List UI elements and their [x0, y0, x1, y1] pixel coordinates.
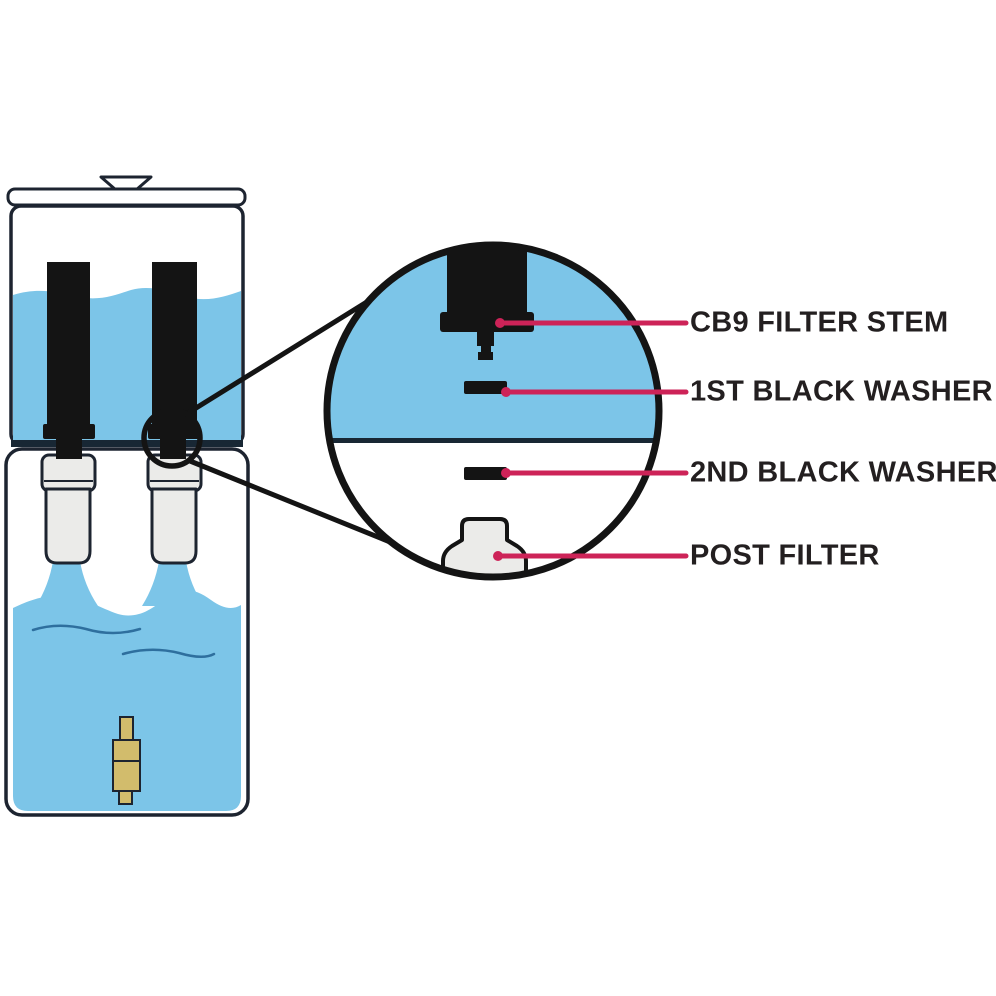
second-black-washer: [464, 467, 507, 480]
label-post-filter: POST FILTER: [690, 539, 880, 572]
callout-source-circle: [141, 407, 203, 469]
cb9-filter-body: [447, 248, 527, 313]
label-first-black-washer: 1ST BLACK WASHER: [690, 375, 993, 408]
spigot-top: [119, 716, 134, 742]
label-second-black-washer: 2ND BLACK WASHER: [690, 456, 996, 489]
collected-water: [13, 589, 241, 811]
leader-dot-post-filter: [493, 551, 503, 561]
black-filter-left: [43, 262, 95, 459]
black-filter-left-stem: [56, 438, 82, 459]
spigot-body: [112, 739, 141, 792]
black-filter-left-body: [47, 262, 90, 425]
cb9-stem-upper: [477, 332, 494, 346]
leader-dot-first-black-washer: [501, 387, 511, 397]
post-filter-left-body: [44, 487, 92, 565]
black-filter-right-body: [152, 262, 197, 425]
post-filter-left-collar: [40, 453, 97, 493]
ripple-line-2: [121, 648, 216, 658]
spigot-bottom: [118, 790, 133, 805]
ripple-line-1: [31, 624, 142, 635]
black-filter-right: [148, 262, 200, 459]
callout-line-lower: [187, 458, 403, 549]
leader-dot-second-black-washer: [501, 468, 511, 478]
post-filter-right: [146, 453, 203, 565]
lid: [6, 187, 247, 207]
post-filter-left: [40, 453, 97, 565]
magnifier-circle: [323, 241, 663, 581]
black-filter-right-flange: [148, 424, 200, 439]
black-filter-left-flange: [43, 424, 95, 439]
cb9-stem-tip: [478, 352, 493, 360]
magnified-chamber-floor: [330, 438, 656, 443]
cb9-filter-flange: [440, 312, 534, 332]
water-stream-right: [142, 561, 204, 606]
post-filter-right-body: [150, 487, 198, 565]
magnifier-rim: [323, 241, 663, 581]
black-filter-right-stem: [160, 438, 186, 459]
dispenser: [4, 175, 250, 817]
leader-dot-cb9-filter-stem: [495, 318, 505, 328]
chamber-floor: [11, 440, 243, 447]
callout-line-upper: [185, 297, 373, 416]
first-black-washer: [464, 381, 507, 394]
cb9-filter-stem: [440, 248, 534, 360]
cb9-stem-neck: [481, 346, 491, 352]
water-stream-left: [36, 561, 98, 606]
spigot: [112, 716, 141, 805]
leader-lines: [493, 318, 689, 561]
label-cb9-filter-stem: CB9 FILTER STEM: [690, 306, 949, 339]
